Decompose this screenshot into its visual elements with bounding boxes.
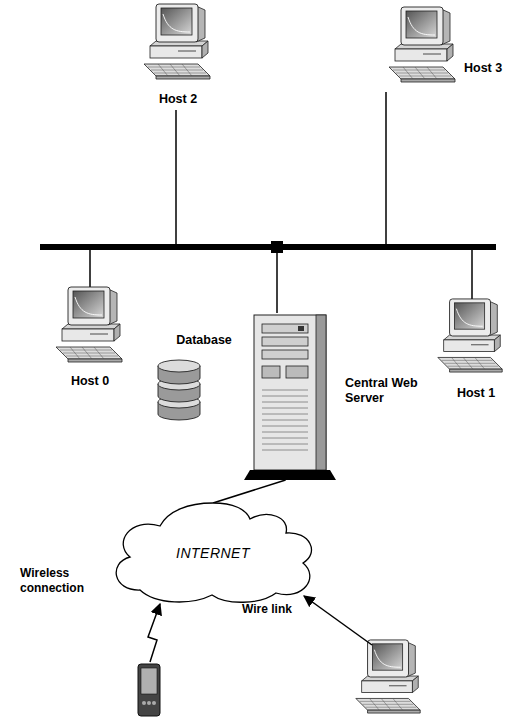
server-tower <box>262 390 308 450</box>
server-tower <box>262 337 308 346</box>
database-disks <box>158 360 200 372</box>
node-label: Database <box>176 333 232 348</box>
pda-device <box>138 664 160 716</box>
computer-icons <box>56 4 502 713</box>
link-label: Wire link <box>242 602 312 617</box>
computer-icons <box>438 299 502 372</box>
server-tower <box>286 366 308 378</box>
host-computer: Host 3 <box>383 5 463 85</box>
host-computer: Host 0 <box>50 285 130 365</box>
network-bus <box>276 253 278 313</box>
node-label: Central Web Server <box>345 376 429 406</box>
database-disks <box>158 360 200 420</box>
pda-device <box>138 664 160 716</box>
network-bus <box>40 244 496 250</box>
server-tower <box>262 366 280 378</box>
web-server: Central Web Server <box>252 313 336 480</box>
pda-device <box>141 668 157 694</box>
network-link <box>213 480 286 503</box>
server-tower <box>254 315 326 470</box>
computer-icons <box>56 287 122 362</box>
node-label: Host 1 <box>457 386 495 401</box>
network-bus <box>271 241 283 253</box>
wire-link <box>304 596 372 645</box>
database-node: Database <box>156 358 202 422</box>
network-bus <box>385 92 387 244</box>
network-bus <box>89 250 91 287</box>
computer-icons <box>144 4 210 79</box>
pda-device <box>147 701 151 705</box>
server-tower <box>298 326 304 331</box>
server-tower <box>262 350 308 359</box>
host-computer: Host 1 <box>432 297 510 375</box>
pda-device <box>142 701 146 705</box>
internet-cloud: INTERNET <box>108 503 318 603</box>
node-label: Host 3 <box>464 61 502 76</box>
pda-device <box>152 701 156 705</box>
computer-icons <box>389 7 455 82</box>
wireless-link <box>148 604 160 662</box>
host-computer: Host 2 <box>138 2 218 82</box>
network-bus <box>40 92 496 313</box>
network-bus <box>471 250 473 299</box>
network-bus <box>175 110 177 244</box>
computer-icons <box>356 640 420 713</box>
node-label: Host 0 <box>71 374 109 389</box>
link-label: Wireless connection <box>20 566 106 596</box>
server-tower <box>244 470 336 480</box>
server-tower <box>262 324 308 333</box>
node-label: Host 2 <box>159 92 197 107</box>
server-tower <box>244 315 336 480</box>
server-tower <box>316 315 326 470</box>
cloud-label: INTERNET <box>108 503 318 603</box>
